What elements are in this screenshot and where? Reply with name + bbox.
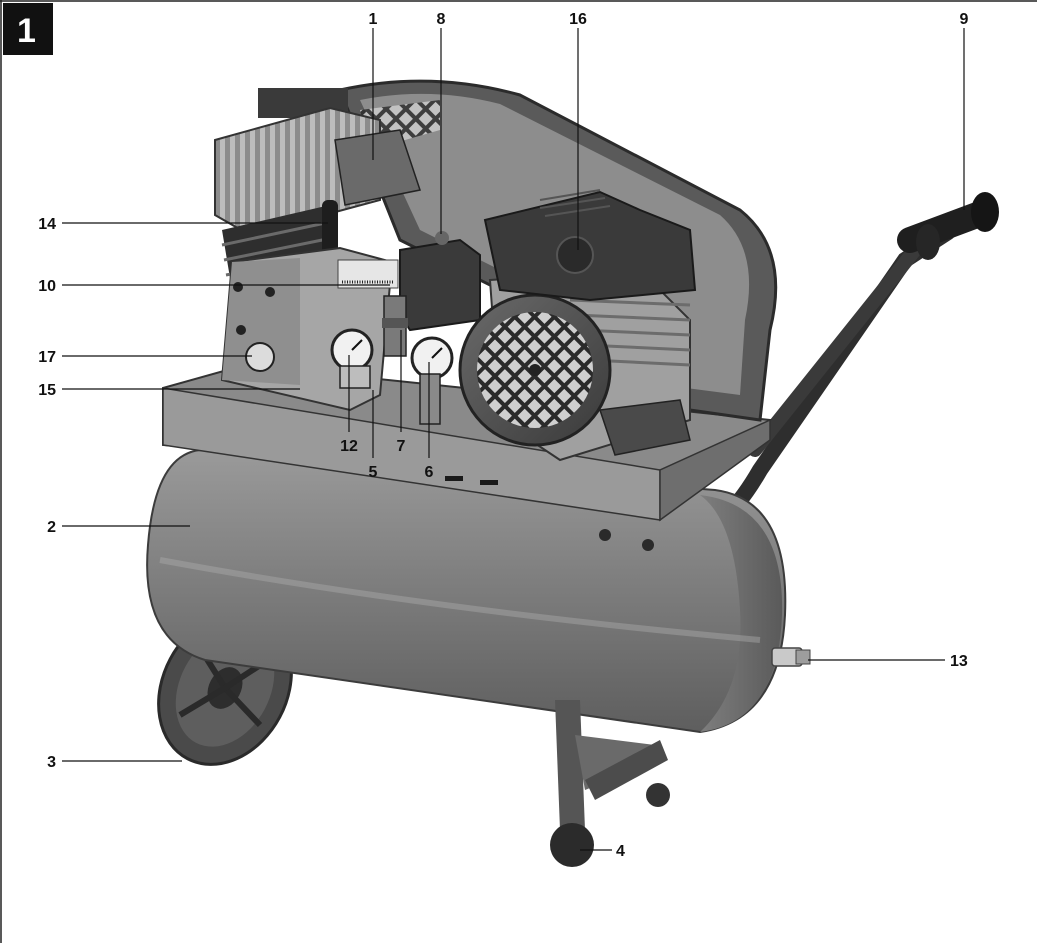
tank: [146, 448, 787, 734]
crankcase: [220, 246, 399, 412]
callout-10: 10: [38, 278, 56, 295]
callout-2: 2: [47, 519, 56, 536]
callout-14: 14: [38, 216, 56, 233]
callout-4: 4: [616, 843, 625, 860]
callout-1: 1: [369, 11, 378, 28]
foot-stand: [550, 700, 670, 867]
callout-13: 13: [950, 653, 968, 670]
callout-9: 9: [960, 11, 969, 28]
callout-16: 16: [569, 11, 587, 28]
callout-3: 3: [47, 754, 56, 771]
leader-lines: [62, 28, 965, 851]
figure-number-badge: [3, 3, 53, 55]
callout-12: 12: [340, 438, 358, 455]
callout-7: 7: [397, 438, 406, 455]
figure-number: 1: [17, 12, 36, 50]
compressor-illustration: [146, 79, 999, 867]
callout-6: 6: [425, 464, 434, 481]
callout-labels: 1 8 16 9 14 10 17 15 12 7 6 5 2 13 3 4: [38, 11, 968, 860]
gauges: [330, 328, 454, 425]
callout-5: 5: [369, 464, 378, 481]
callout-8: 8: [437, 11, 446, 28]
outlet-valve: [771, 647, 811, 667]
callout-15: 15: [38, 382, 56, 399]
capacitor: [483, 189, 697, 302]
callout-17: 17: [38, 349, 56, 366]
motor: [458, 268, 691, 462]
